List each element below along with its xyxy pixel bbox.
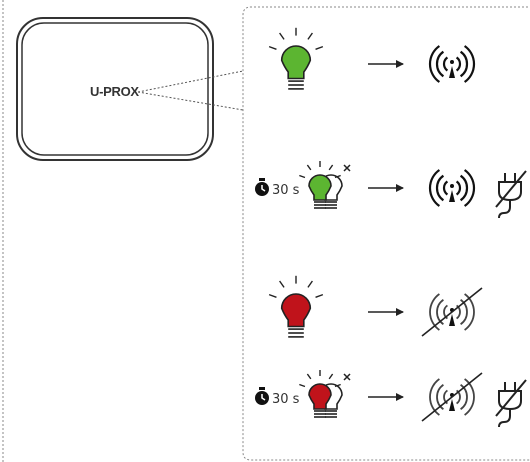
arrow-icon [368,308,404,316]
lamp-red-icon-ray [315,293,324,298]
wireless-signal-crossed-icon-mast [449,399,455,411]
legend-rows: 30 s 30 s [255,27,527,428]
wireless-signal-crossed-icon-arc-left [443,304,449,320]
device-hub: U-PROX [16,17,214,161]
power-plug-crossed-icon [495,170,527,219]
lamp-red-icon-ray [307,280,313,288]
wireless-signal-icon-arc-right [463,169,476,207]
device-outer-outline [16,17,214,161]
lamp-green-icon-ray [307,32,313,40]
wireless-signal-crossed-icon-arc-right [460,383,468,411]
legend-panel-border [242,6,530,461]
lamp-green-blinking-icon-ray [306,164,312,171]
wireless-signal-crossed-icon-strike [421,372,483,422]
lamp-red-blinking-icon [299,370,341,418]
wireless-signal-icon-mast [449,190,455,202]
wireless-signal-icon-mast [449,66,455,78]
wireless-signal-icon-arc-left [428,45,441,83]
timer-duration-label: 30 s [272,183,300,198]
lamp-red-icon-ray [268,293,277,298]
arrow-icon [368,184,404,192]
lamp-green-blinking-icon [299,161,341,209]
lamp-green-icon-ray [315,45,324,50]
wireless-signal-crossed-icon-arc-right [455,304,461,320]
lamp-red-blinking-icon-ray [328,373,334,380]
lamp-green-icon-ray [279,32,285,40]
lamp-red-blinking-icon-ray [306,373,312,380]
lamp-green-icon [268,27,324,90]
lamp-red-blinking-icon-ray [299,383,306,388]
arrow-icon [368,60,404,68]
wireless-signal-icon-dot [450,60,454,64]
arrow-icon-head [396,308,404,316]
wireless-signal-icon [428,45,476,83]
arrow-icon-head [396,60,404,68]
lamp-off-icon-off-mark [343,164,351,172]
wireless-signal-icon-arc-right [455,180,462,196]
stopwatch-icon-hand [261,394,266,401]
wireless-signal-crossed-icon-arc-left [429,378,440,416]
lamp-green-icon-ray [268,45,277,50]
wireless-signal-crossed-icon-arc-right [455,389,461,405]
wireless-signal-icon-arc-right [463,45,476,83]
wireless-signal-icon-arc-left [435,174,445,202]
callout-line-bottom [137,91,244,111]
wireless-signal-icon-dot [450,184,454,188]
stopwatch-icon [255,178,269,196]
wireless-signal-icon-arc-left [435,50,445,78]
wireless-signal-crossed-icon [421,287,483,337]
lamp-red-icon-ray [279,280,285,288]
device-brand-label: U-PROX [90,84,139,99]
power-plug-crossed-icon-strike [495,379,527,417]
wireless-signal-crossed-icon-arc-right [464,378,475,416]
wireless-signal-icon-arc-right [459,50,469,78]
wireless-signal-crossed-icon-mast [449,314,455,326]
wireless-signal-crossed-icon-arc-right [464,293,475,331]
legend-row-red-steady [268,275,483,338]
stopwatch-icon [255,387,269,405]
lamp-red-blinking-icon-ray [334,383,341,388]
wireless-signal-crossed-icon-arc-left [436,383,444,411]
legend-row-green-steady [268,27,476,90]
wireless-signal-icon-arc-left [428,169,441,207]
wireless-signal-icon-arc-left [442,56,449,72]
legend-row-red-blink-30s: 30 s [255,370,527,428]
lamp-green-blinking-icon-ray [334,174,341,179]
power-plug-crossed-icon-strike [495,170,527,208]
lamp-red-blinking-icon-glass [308,383,332,410]
lamp-green-blinking-icon-glass [308,174,332,201]
wireless-signal-icon-arc-right [455,56,462,72]
lamp-off-icon-off-mark [343,373,351,381]
wireless-signal-crossed-icon-arc-left [436,298,444,326]
callout-line-top [137,70,244,93]
power-plug-crossed-icon-cable [498,409,511,428]
stopwatch-icon-crown [259,387,265,390]
wireless-signal-crossed-icon [421,372,483,422]
timer-duration-label: 30 s [272,392,300,407]
wireless-signal-icon-arc-right [459,174,469,202]
power-plug-crossed-icon [495,379,527,428]
lamp-green-icon-glass [280,45,312,80]
stopwatch-icon-hand [261,185,266,192]
lamp-red-icon-glass [280,293,312,328]
lamp-red-icon [268,275,324,338]
wireless-signal-crossed-icon-strike [421,287,483,337]
arrow-icon-head [396,393,404,401]
power-plug-crossed-icon-cable [498,200,511,219]
wireless-signal-crossed-icon-arc-left [443,389,449,405]
legend-row-green-blink-30s: 30 s [255,161,527,219]
wireless-signal-crossed-icon-arc-left [429,293,440,331]
wireless-signal-icon-arc-left [442,180,449,196]
device-inner-outline [21,22,209,156]
lamp-green-blinking-icon-ray [299,174,306,179]
arrow-icon [368,393,404,401]
wireless-signal-icon [428,169,476,207]
lamp-green-blinking-icon-ray [328,164,334,171]
arrow-icon-head [396,184,404,192]
stopwatch-icon-crown [259,178,265,181]
wireless-signal-crossed-icon-arc-right [460,298,468,326]
